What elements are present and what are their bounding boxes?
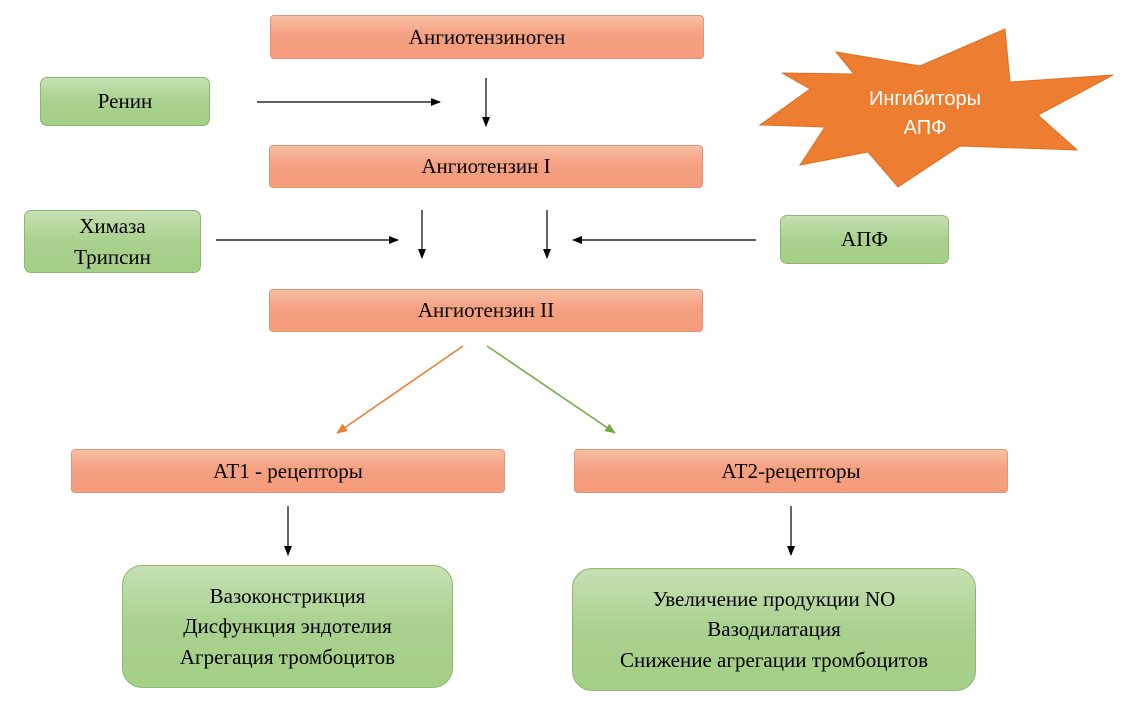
angiotensin-2-box: Ангиотензин II (269, 289, 703, 332)
at2-receptors-label: АТ2-рецепторы (721, 458, 861, 483)
chymase-trypsin-box: Химаза Трипсин (24, 210, 201, 273)
at2-effect-item: Вазодилатация (707, 617, 841, 642)
chymase-label: Химаза (79, 214, 146, 239)
at2-effect-item: Снижение агрегации тромбоцитов (619, 647, 929, 672)
at2-receptors-box: АТ2-рецепторы (574, 449, 1008, 493)
at2-effects-box: Увеличение продукции NO Вазодилатация Сн… (572, 568, 976, 691)
at1-effects-box: Вазоконстрикция Дисфункция эндотелия Агр… (122, 565, 453, 688)
ace-inhibitors-line1: Ингибиторы (868, 88, 982, 110)
at1-receptors-label: АТ1 - рецепторы (213, 458, 363, 483)
trypsin-label: Трипсин (74, 244, 151, 269)
at1-effect-item: Агрегация тромбоцитов (179, 644, 396, 669)
angiotensin-2-label: Ангиотензин II (417, 298, 555, 323)
renin-box: Ренин (40, 77, 210, 126)
ace-box: АПФ (780, 215, 949, 264)
ace-inhibitors-label: Ингибиторы АПФ (800, 78, 1050, 150)
at2-arrow (486, 345, 616, 434)
angiotensinogen-box: Ангиотензиноген (270, 15, 704, 59)
ace-label: АПФ (841, 227, 888, 252)
angiotensin-1-label: Ангиотензин I (421, 154, 551, 179)
at1-effect-item: Вазоконстрикция (209, 583, 366, 608)
ace-inhibitors-line2: АПФ (903, 117, 947, 139)
at2-effect-item: Увеличение продукции NO (652, 586, 896, 611)
ace-inhibitors-burst (758, 28, 1114, 188)
at1-arrow (336, 345, 464, 434)
angiotensin-1-box: Ангиотензин I (269, 145, 703, 188)
at1-receptors-box: АТ1 - рецепторы (71, 449, 505, 493)
at1-effect-item: Дисфункция эндотелия (183, 614, 392, 639)
angiotensinogen-label: Ангиотензиноген (408, 24, 566, 49)
renin-label: Ренин (97, 89, 153, 114)
